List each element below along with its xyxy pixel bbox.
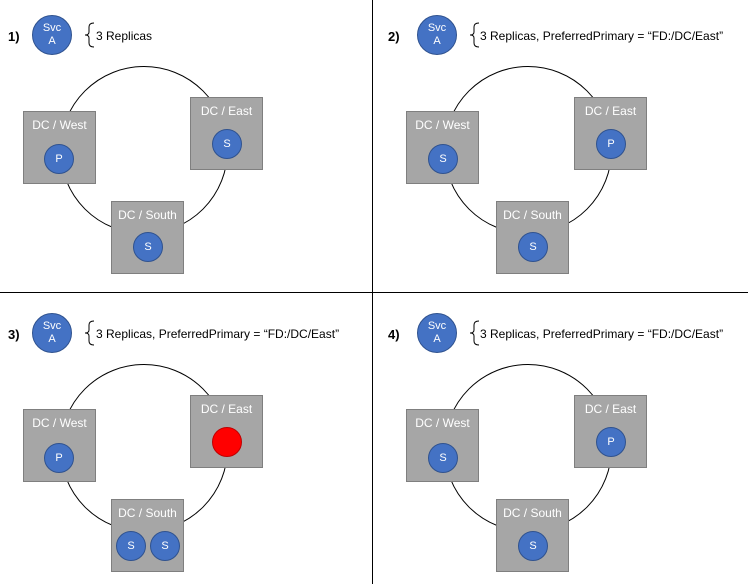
replica-circle: S — [212, 129, 242, 159]
replica-circle: P — [44, 144, 74, 174]
dc-east-box: DC / East P — [574, 97, 647, 170]
service-label-line1: Svc — [427, 320, 447, 332]
replica-circle: P — [596, 129, 626, 159]
dc-label: DC / East — [200, 104, 253, 118]
service-label-line1: Svc — [42, 22, 62, 34]
dc-west-box: DC / West P — [23, 409, 96, 482]
panel-1: 1) Svc A 3 Replicas DC / West P DC / Eas… — [0, 0, 374, 292]
dc-west-box: DC / West S — [406, 409, 479, 482]
dc-label: DC / East — [584, 402, 637, 416]
dc-label: DC / South — [118, 208, 177, 222]
service-circle: Svc A — [32, 15, 72, 55]
panel-number: 3) — [8, 327, 20, 342]
panel-2: 2) Svc A 3 Replicas, PreferredPrimary = … — [374, 0, 748, 292]
replica-circle: S — [428, 144, 458, 174]
replica-circle: S — [518, 232, 548, 262]
replica-circle: S — [518, 531, 548, 561]
dc-label: DC / South — [503, 506, 562, 520]
panel-number: 1) — [8, 29, 20, 44]
brace-icon — [84, 320, 95, 346]
service-label-line2: A — [48, 35, 56, 47]
dc-south-box: DC / South S — [496, 201, 569, 274]
dc-label: DC / East — [584, 104, 637, 118]
dc-east-box: DC / East — [190, 395, 263, 468]
service-description: 3 Replicas, PreferredPrimary = “FD:/DC/E… — [480, 29, 724, 43]
replica-circle: P — [596, 427, 626, 457]
replica-circle: P — [44, 443, 74, 473]
service-description: 3 Replicas — [96, 29, 153, 43]
dc-label: DC / South — [118, 506, 177, 520]
service-label-line2: A — [48, 333, 56, 345]
service-label-line2: A — [433, 35, 441, 47]
dc-label: DC / West — [32, 416, 87, 430]
service-label-line1: Svc — [427, 22, 447, 34]
panel-3: 3) Svc A 3 Replicas, PreferredPrimary = … — [0, 292, 374, 584]
service-description: 3 Replicas, PreferredPrimary = “FD:/DC/E… — [480, 327, 724, 341]
dc-south-box: DC / South S — [496, 499, 569, 572]
dc-south-box: DC / South S — [111, 201, 184, 274]
service-description: 3 Replicas, PreferredPrimary = “FD:/DC/E… — [96, 327, 340, 341]
service-circle: Svc A — [417, 313, 457, 353]
dc-label: DC / West — [32, 118, 87, 132]
replica-circle: S — [133, 232, 163, 262]
panel-number: 2) — [388, 29, 400, 44]
dc-label: DC / East — [200, 402, 253, 416]
service-circle: Svc A — [32, 313, 72, 353]
replica-circle: S — [116, 531, 146, 561]
brace-icon — [84, 22, 95, 48]
brace-icon — [469, 22, 480, 48]
dc-label: DC / South — [503, 208, 562, 222]
service-label-line2: A — [433, 333, 441, 345]
dc-east-box: DC / East P — [574, 395, 647, 468]
replica-circle: S — [150, 531, 180, 561]
panel-4: 4) Svc A 3 Replicas, PreferredPrimary = … — [374, 292, 748, 584]
dc-east-box: DC / East S — [190, 97, 263, 170]
horizontal-divider — [0, 292, 748, 293]
dc-west-box: DC / West S — [406, 111, 479, 184]
dc-label: DC / West — [415, 416, 470, 430]
dc-label: DC / West — [415, 118, 470, 132]
failed-replica-circle — [212, 427, 242, 457]
panel-number: 4) — [388, 327, 400, 342]
replica-circle: S — [428, 443, 458, 473]
service-circle: Svc A — [417, 15, 457, 55]
dc-south-box: DC / South S S — [111, 499, 184, 572]
dc-west-box: DC / West P — [23, 111, 96, 184]
brace-icon — [469, 320, 480, 346]
service-label-line1: Svc — [42, 320, 62, 332]
